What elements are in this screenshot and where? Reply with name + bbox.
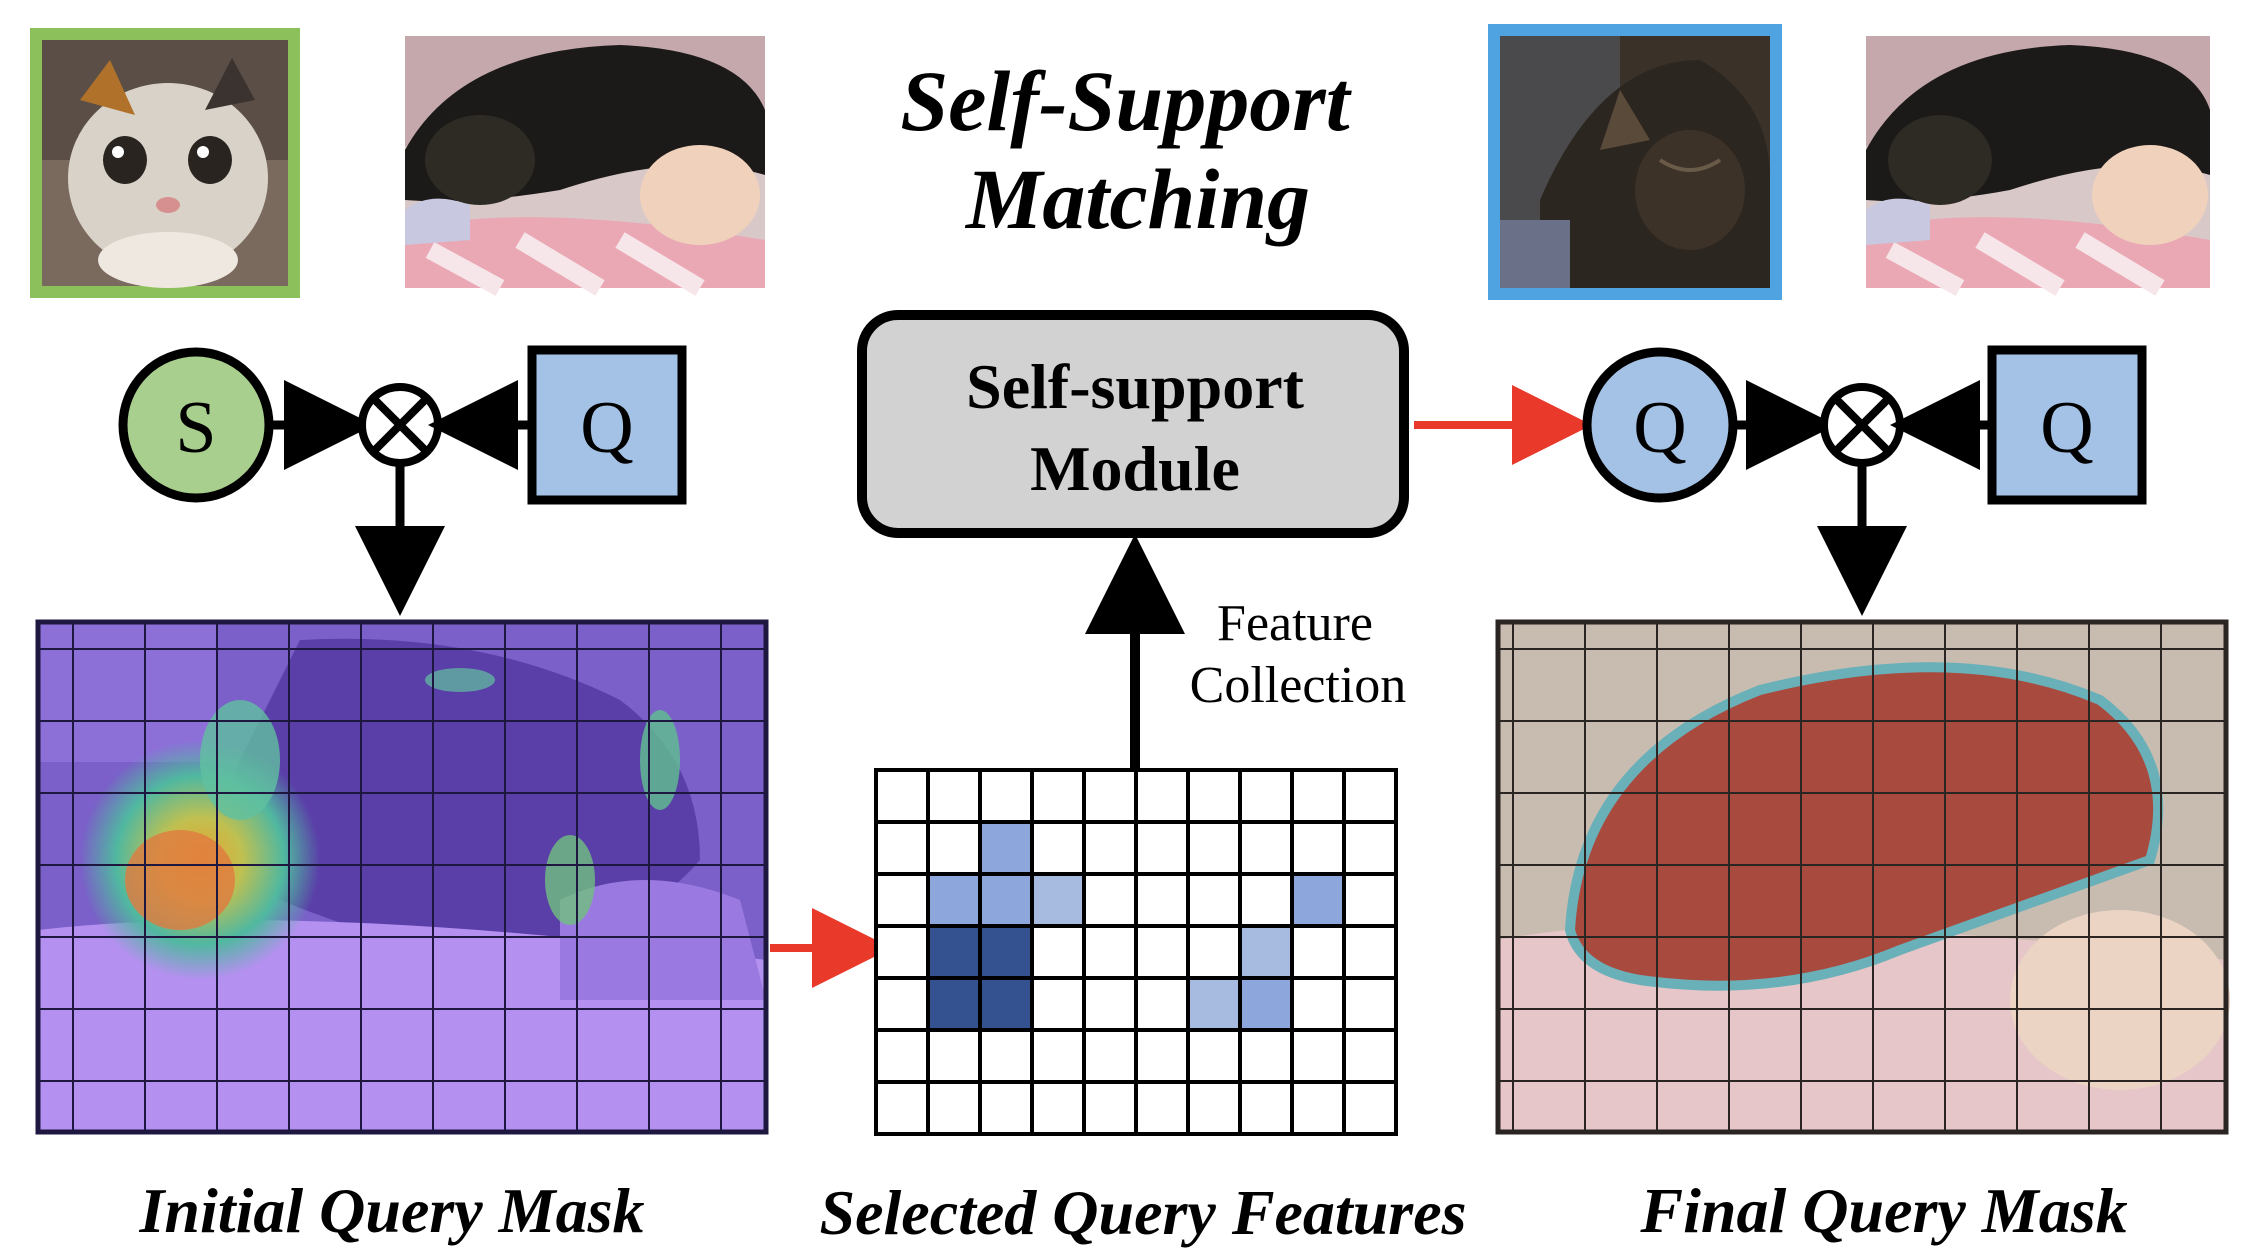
- feature-cell: [1342, 768, 1398, 824]
- diagram-title-line1: Self-Support: [900, 53, 1352, 149]
- feature-cell: [1342, 820, 1398, 876]
- feature-cell: [1030, 976, 1086, 1032]
- selected-query-features-grid: [874, 768, 1398, 1136]
- feature-cell: [978, 1028, 1034, 1084]
- feature-cell-selected: [1030, 872, 1086, 928]
- feature-cell: [1238, 768, 1294, 824]
- query-node-right-circle-label: Q: [1633, 387, 1686, 469]
- feature-cell: [874, 924, 930, 980]
- feature-collection-label-line1: Feature: [1217, 595, 1373, 652]
- feature-cell-selected: [926, 872, 982, 928]
- feature-cell: [1082, 872, 1138, 928]
- feature-cell: [1030, 820, 1086, 876]
- feature-cell-selected: [978, 924, 1034, 980]
- feature-cell: [1290, 976, 1346, 1032]
- feature-cell: [926, 820, 982, 876]
- feature-cell-selected: [978, 872, 1034, 928]
- feature-cell: [978, 1080, 1034, 1136]
- feature-cell: [1082, 820, 1138, 876]
- feature-cell: [874, 976, 930, 1032]
- query-node-left-label: Q: [580, 387, 633, 469]
- feature-cell: [874, 768, 930, 824]
- caption-initial-query-mask: Initial Query Mask: [139, 1175, 645, 1246]
- self-support-module: Self-support Module: [857, 310, 1409, 538]
- feature-cell-selected: [926, 976, 982, 1032]
- feature-cell: [1186, 1080, 1242, 1136]
- feature-cell: [1134, 976, 1190, 1032]
- feature-cell: [1082, 1080, 1138, 1136]
- query-node-right-box: Q: [1987, 345, 2147, 505]
- feature-cell: [1290, 768, 1346, 824]
- feature-cell: [874, 1080, 930, 1136]
- module-label-line1: Self-support: [966, 351, 1305, 422]
- support-image: [30, 28, 300, 298]
- query-node-right-box-label: Q: [2040, 387, 2093, 469]
- feature-cell: [1342, 872, 1398, 928]
- feature-cell: [1134, 872, 1190, 928]
- feature-cell: [1134, 768, 1190, 824]
- feature-cell: [1134, 1080, 1190, 1136]
- initial-query-mask: [35, 619, 769, 1135]
- feature-cell: [1134, 820, 1190, 876]
- feature-cell: [1082, 1028, 1138, 1084]
- feature-cell: [978, 768, 1034, 824]
- feature-cell: [1134, 924, 1190, 980]
- feature-cell: [926, 768, 982, 824]
- feature-cell: [1186, 872, 1242, 928]
- feature-cell: [1186, 924, 1242, 980]
- feature-cell: [1030, 1080, 1086, 1136]
- multiply-node-left: [358, 383, 442, 467]
- feature-cell: [1238, 1080, 1294, 1136]
- feature-cell: [1030, 924, 1086, 980]
- feature-cell: [926, 1028, 982, 1084]
- feature-cell: [1082, 768, 1138, 824]
- module-label-line2: Module: [1030, 433, 1240, 504]
- feature-cell-selected: [1238, 976, 1294, 1032]
- feature-cell: [1134, 1028, 1190, 1084]
- feature-cell: [1290, 820, 1346, 876]
- feature-cell: [1290, 924, 1346, 980]
- feature-cell: [1186, 768, 1242, 824]
- final-query-mask: [1495, 619, 2230, 1135]
- feature-cell: [1030, 768, 1086, 824]
- feature-cell: [1186, 820, 1242, 876]
- feature-cell: [1238, 1028, 1294, 1084]
- feature-cell: [1342, 1028, 1398, 1084]
- query-crop-image: [1488, 24, 1782, 300]
- feature-cell: [874, 872, 930, 928]
- feature-cell-selected: [1290, 872, 1346, 928]
- feature-cell: [1290, 1080, 1346, 1136]
- feature-cell: [1238, 820, 1294, 876]
- feature-cell: [1186, 1028, 1242, 1084]
- query-image-top-right: [1866, 36, 2210, 296]
- feature-cell: [926, 1080, 982, 1136]
- feature-cell-selected: [1186, 976, 1242, 1032]
- feature-cell-selected: [978, 976, 1034, 1032]
- feature-cell: [1342, 976, 1398, 1032]
- feature-collection-label-line2: Collection: [1190, 657, 1407, 714]
- feature-cell: [1082, 976, 1138, 1032]
- query-image-top-left: [405, 36, 765, 296]
- feature-cell: [1082, 924, 1138, 980]
- feature-cell: [1342, 924, 1398, 980]
- diagram-title-line2: Matching: [964, 151, 1310, 247]
- caption-final-query-mask: Final Query Mask: [1639, 1175, 2127, 1246]
- query-node-left: Q: [527, 345, 687, 505]
- feature-cell: [1238, 872, 1294, 928]
- feature-cell: [1030, 1028, 1086, 1084]
- multiply-node-right: [1820, 383, 1904, 467]
- support-node-label: S: [175, 387, 216, 469]
- feature-cell-selected: [926, 924, 982, 980]
- feature-cell-selected: [1238, 924, 1294, 980]
- feature-cell-selected: [978, 820, 1034, 876]
- feature-cell: [1290, 1028, 1346, 1084]
- feature-cell: [1342, 1080, 1398, 1136]
- caption-selected-query-features: Selected Query Features: [820, 1177, 1467, 1248]
- feature-cell: [874, 1028, 930, 1084]
- query-node-right-circle: Q: [1582, 347, 1738, 503]
- support-node: S: [118, 347, 274, 503]
- feature-cell: [874, 820, 930, 876]
